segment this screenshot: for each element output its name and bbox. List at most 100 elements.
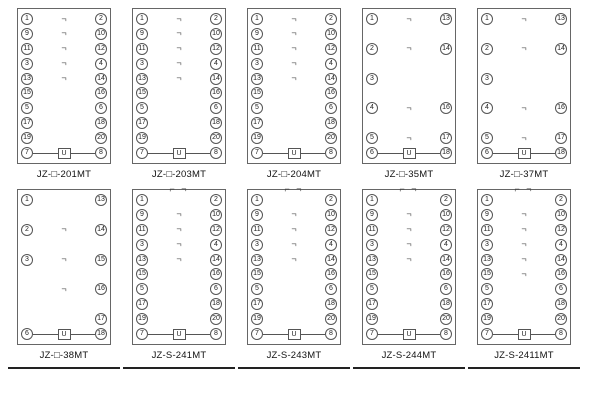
terminal-2: 2 [325, 194, 337, 206]
terminal-10: 10 [555, 208, 567, 221]
terminal-row: 11¬12 [136, 223, 222, 236]
terminal-row: 11¬12 [136, 42, 222, 55]
terminal-19: 19 [366, 313, 378, 325]
terminal-8: 8 [555, 328, 567, 340]
terminal-3: 3 [136, 238, 148, 251]
wire-line [33, 333, 58, 335]
contact-symbol-icon: ¬ [521, 239, 527, 250]
terminal-13: 13 [555, 13, 567, 25]
wire-line [185, 333, 210, 335]
empty-terminal-slot [21, 313, 33, 325]
terminal-1: 1 [481, 194, 493, 206]
terminal-18: 18 [555, 147, 567, 159]
contact-symbol-icon: ¬ [406, 13, 412, 24]
contact-symbol-icon: ¬ [176, 28, 182, 39]
terminal-15: 15 [366, 268, 378, 281]
terminal-20: 20 [325, 132, 337, 144]
terminal-5: 5 [21, 102, 33, 115]
terminal-14: 14 [210, 72, 222, 85]
bottom-terminal-row: 7 U 8 [366, 328, 452, 340]
contact-symbol-icon: ¬ [61, 28, 67, 39]
terminal-16: 16 [210, 268, 222, 281]
terminal-8: 8 [325, 147, 337, 159]
terminal-11: 11 [481, 223, 493, 236]
terminal-20: 20 [95, 132, 107, 144]
terminal-17: 17 [21, 117, 33, 130]
bottom-terminal-row: 6 U 18 [481, 147, 567, 159]
contact-symbol-icon: ¬ [61, 224, 67, 235]
terminal-row: 3¬4 [21, 57, 107, 70]
terminal-1: 1 [251, 13, 263, 25]
coil-u-box: U [287, 328, 301, 340]
terminal-20: 20 [210, 313, 222, 325]
terminal-row: 3 [481, 72, 567, 85]
arrow-marks-icon: ⌐ ¬ [169, 184, 189, 194]
wire-line [493, 333, 518, 335]
terminal-9: 9 [21, 27, 33, 40]
terminal-row: 9¬10 [136, 208, 222, 221]
terminal-6: 6 [21, 328, 33, 340]
terminal-3: 3 [481, 72, 493, 85]
terminal-7: 7 [251, 147, 263, 159]
terminal-16: 16 [210, 87, 222, 100]
wire-line [185, 152, 210, 154]
wire-line [70, 152, 95, 154]
terminal-8: 8 [440, 328, 452, 340]
coil-u-box: U [402, 147, 416, 159]
terminal-12: 12 [325, 223, 337, 236]
contact-symbol-icon: ¬ [521, 102, 527, 113]
terminal-row: 3¬4 [251, 238, 337, 251]
wire-line [300, 333, 325, 335]
terminal-row: 9¬10 [481, 208, 567, 221]
terminal-2: 2 [21, 223, 33, 236]
terminal-4: 4 [325, 57, 337, 70]
terminal-4: 4 [440, 238, 452, 251]
terminal-13: 13 [366, 253, 378, 266]
terminal-14: 14 [325, 253, 337, 266]
coil-u-box: U [517, 147, 531, 159]
contact-symbol-icon: ¬ [291, 43, 297, 54]
wire-line [493, 152, 518, 154]
terminal-7: 7 [251, 328, 263, 340]
contact-symbol-icon: ¬ [176, 224, 182, 235]
terminal-20: 20 [325, 313, 337, 325]
terminal-16: 16 [325, 87, 337, 100]
terminal-row: 3¬15 [21, 253, 107, 266]
contact-symbol-icon: ¬ [61, 73, 67, 83]
terminal-17: 17 [366, 298, 378, 311]
terminal-20: 20 [555, 313, 567, 325]
terminal-12: 12 [555, 223, 567, 236]
terminal-row: 11¬12 [251, 223, 337, 236]
coil-u-box: U [172, 328, 186, 340]
terminal-row: 1¬2 [136, 13, 222, 25]
terminal-row: 13¬14 [481, 253, 567, 266]
bottom-terminal-row: 7 U 8 [21, 147, 107, 159]
terminal-row: 11¬12 [21, 42, 107, 55]
terminal-9: 9 [136, 208, 148, 221]
diagram-model-label: JZ-S-241MT [151, 350, 207, 361]
terminal-5: 5 [251, 102, 263, 115]
terminal-14: 14 [555, 42, 567, 55]
terminal-19: 19 [136, 132, 148, 144]
diagram-model-label: JZ-□-38MT [39, 350, 89, 361]
terminal-6: 6 [95, 102, 107, 115]
terminal-2: 2 [325, 13, 337, 25]
terminal-13: 13 [95, 194, 107, 206]
contact-symbol-icon: ¬ [521, 13, 527, 24]
terminal-18: 18 [325, 117, 337, 130]
